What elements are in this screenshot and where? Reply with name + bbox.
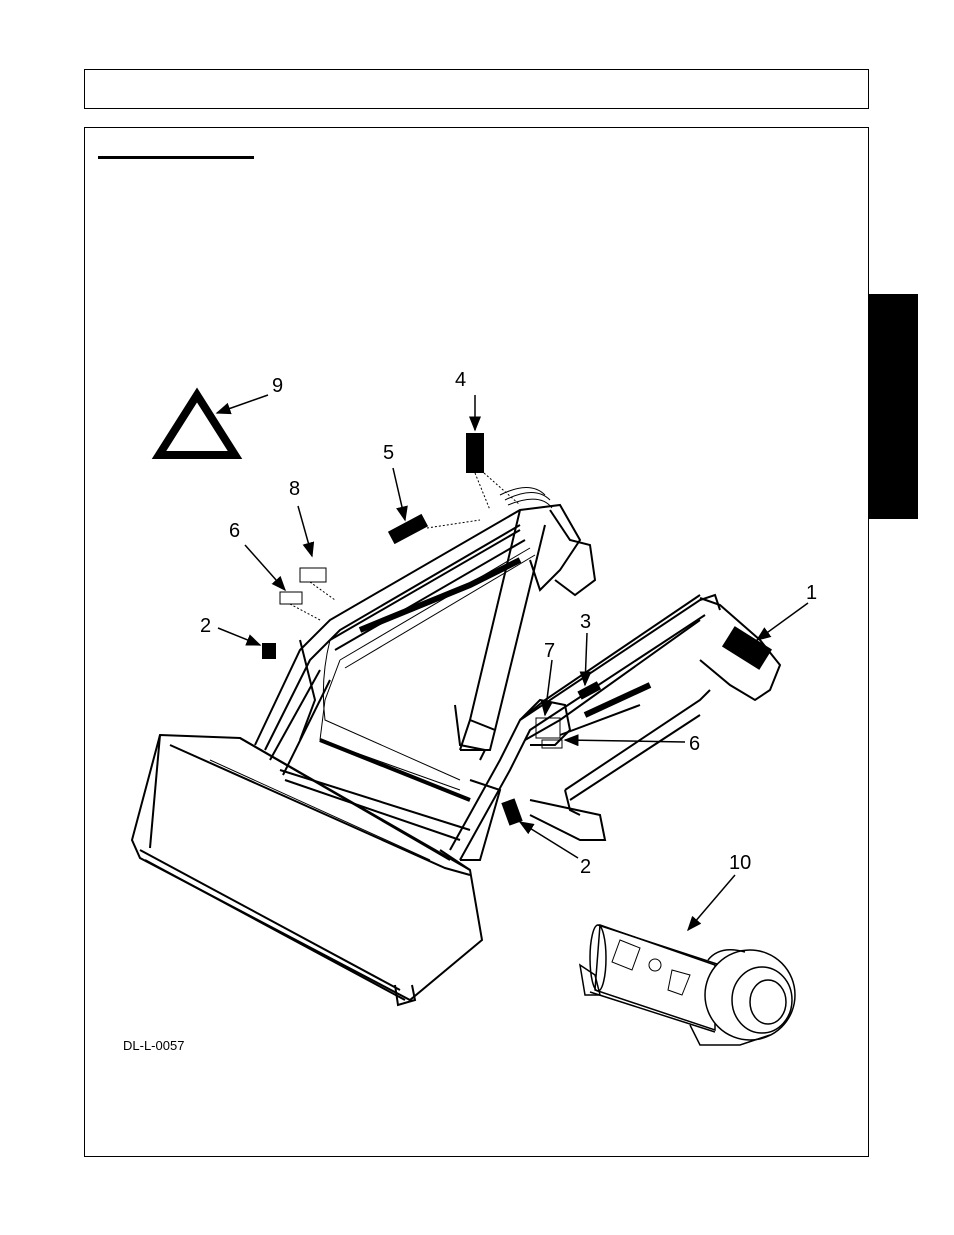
- callout-10: 10: [729, 853, 751, 873]
- callout-6-left: 6: [229, 521, 240, 541]
- decal-icon-1: [722, 626, 772, 670]
- decal-icon-3: [577, 681, 601, 699]
- decal-icon-4: [466, 433, 484, 473]
- decals: [262, 433, 772, 826]
- callout-3: 3: [580, 612, 591, 632]
- pto-shield-icon: [580, 925, 795, 1045]
- decal-icon-6a: [280, 592, 302, 604]
- callout-6-right: 6: [689, 734, 700, 754]
- callout-2-left: 2: [200, 616, 211, 636]
- callout-5: 5: [383, 443, 394, 463]
- decal-icon-8: [300, 568, 326, 582]
- decal-icon-2a: [262, 643, 276, 659]
- callout-1: 1: [806, 583, 817, 603]
- decal-icon-5: [388, 514, 428, 544]
- bucket-drawing: [132, 735, 482, 1005]
- callout-2-right: 2: [580, 857, 591, 877]
- callout-8: 8: [289, 479, 300, 499]
- figure-code: DL-L-0057: [123, 1038, 184, 1053]
- callout-9: 9: [272, 376, 283, 396]
- leader-dotted-lines: [290, 473, 520, 620]
- callout-4: 4: [455, 370, 466, 390]
- smv-triangle-icon: [159, 395, 235, 455]
- callout-7: 7: [544, 641, 555, 661]
- decal-icon-2b: [501, 798, 522, 825]
